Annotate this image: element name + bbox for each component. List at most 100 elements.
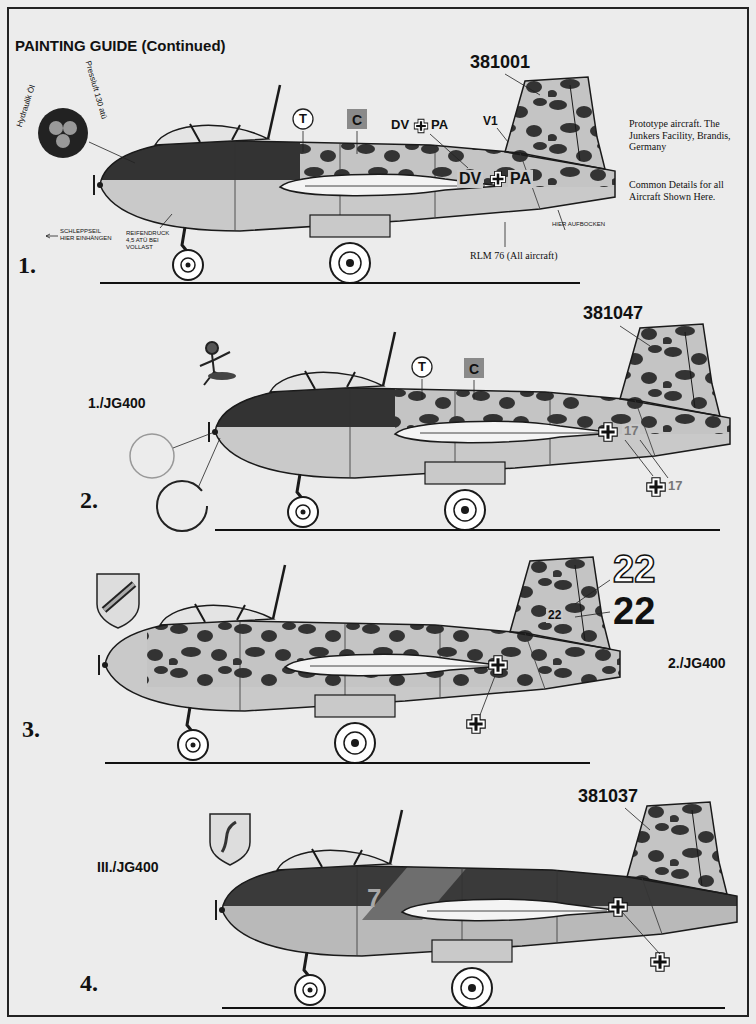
leader-line <box>625 808 650 830</box>
leader-line <box>173 326 668 488</box>
aircraft-number: 17 <box>622 424 640 439</box>
page-title: PAINTING GUIDE (Continued) <box>15 37 226 54</box>
colour-note: RLM 76 (All aircraft) <box>470 250 557 262</box>
aircraft-number: 22 <box>546 609 563 623</box>
aircraft-profile <box>610 899 625 914</box>
unit-shield <box>222 822 236 852</box>
spinner-ring <box>130 434 174 478</box>
leader-line <box>505 222 506 247</box>
leader-line <box>575 580 610 604</box>
aircraft-profile <box>212 802 752 1008</box>
leader-line <box>640 440 668 478</box>
balkenkreuz <box>415 120 426 131</box>
fluid-roundel <box>38 108 88 158</box>
leader-line <box>625 440 653 476</box>
profile-number: 3. <box>22 716 40 744</box>
aircraft-profile <box>209 324 730 530</box>
balkenkreuz <box>652 954 667 969</box>
marking-circle <box>412 357 432 377</box>
leader-line <box>480 676 495 715</box>
leader-line <box>480 580 610 715</box>
roundel-text: Hydraulik Öl <box>15 84 37 128</box>
fluid-roundel <box>63 121 77 135</box>
mascot-emblem <box>200 342 236 385</box>
aircraft-profile <box>99 557 620 763</box>
unit-shield <box>104 584 134 610</box>
marking-letter: C <box>347 111 367 129</box>
profile-number: 4. <box>80 970 98 998</box>
leader-line <box>497 128 508 142</box>
fluid-roundel <box>38 108 88 158</box>
aircraft-profile <box>90 77 630 283</box>
unit-name: III./JG400 <box>97 859 158 875</box>
fluid-roundel <box>49 121 63 135</box>
leader-line <box>622 808 660 954</box>
stencil-note: SCHLEPPSEIL HIER EINHÄNGEN <box>60 228 116 242</box>
fuselage-code: PA <box>508 170 533 188</box>
leader-line <box>89 142 135 163</box>
aircraft-note: Common Details for all Aircraft Shown He… <box>629 179 743 202</box>
roundel-text: Pressluft 130 atü <box>83 60 108 120</box>
page-frame <box>8 8 748 1016</box>
leader-line <box>46 74 565 247</box>
ground-line <box>100 282 580 284</box>
ground-line <box>105 762 590 764</box>
aircraft-profile <box>600 424 615 439</box>
marking-square <box>347 109 367 129</box>
marking-letter: C <box>464 360 484 378</box>
aircraft-profile <box>490 657 505 672</box>
leader-line <box>620 326 650 346</box>
stencil-note: REIFENDRUCK 4,5 ATÜ BEI VOLLAST <box>126 230 174 251</box>
balkenkreuz <box>468 716 483 731</box>
fuselage-code: DV <box>457 170 483 188</box>
mascot-emblem <box>206 342 218 354</box>
aircraft-number: 7 <box>367 884 381 914</box>
werknummer: 381001 <box>470 52 530 73</box>
aircraft-profile <box>94 77 615 283</box>
aircraft-profile <box>216 802 737 1008</box>
leader-line <box>575 612 610 617</box>
unit-shield <box>97 574 139 628</box>
unit-name: 1./JG400 <box>88 395 146 411</box>
aircraft-profile <box>205 324 745 530</box>
unit-name: 2./JG400 <box>668 655 726 671</box>
balkenkreuz <box>492 173 505 186</box>
unit-shield <box>97 574 139 628</box>
ground-line <box>222 1007 725 1009</box>
leader-line <box>622 912 660 954</box>
marking-letter: T <box>412 358 432 376</box>
unit-shield <box>210 814 250 865</box>
mascot-emblem <box>208 372 236 380</box>
werknummer: 381047 <box>583 303 643 324</box>
leader-line <box>422 379 423 400</box>
aircraft-number: 22 <box>613 590 655 634</box>
aircraft-number-outline: 22 <box>613 548 655 592</box>
profile-number: 1. <box>18 252 36 280</box>
mascot-emblem <box>200 352 230 366</box>
aircraft-number: 17 <box>668 479 682 494</box>
leader-line <box>430 134 468 168</box>
profile-number: 2. <box>80 487 98 515</box>
leader-line <box>505 74 540 95</box>
stencil-note: HIER AUFBOCKEN <box>552 221 612 228</box>
ground-line <box>215 529 720 531</box>
fluid-roundel <box>56 134 70 148</box>
leader-line <box>474 380 475 400</box>
aircraft-note: Prototype aircraft. The Junkers Facility… <box>629 118 741 153</box>
leader-line <box>173 433 212 448</box>
leader-line <box>198 438 220 488</box>
unit-shield <box>210 814 250 865</box>
marking-circle <box>293 109 313 129</box>
balkenkreuz <box>648 479 663 494</box>
prototype-code: V1 <box>483 115 498 129</box>
marking-square <box>464 358 484 378</box>
unit-shield <box>104 584 134 610</box>
marking-letter: T <box>293 110 313 128</box>
leader-line <box>46 234 58 238</box>
aircraft-profile <box>99 557 637 763</box>
werknummer: 381037 <box>578 786 638 807</box>
leader-line <box>160 214 172 228</box>
spinner-ring <box>157 481 207 531</box>
leader-line <box>303 131 304 152</box>
leader-line <box>357 131 358 154</box>
